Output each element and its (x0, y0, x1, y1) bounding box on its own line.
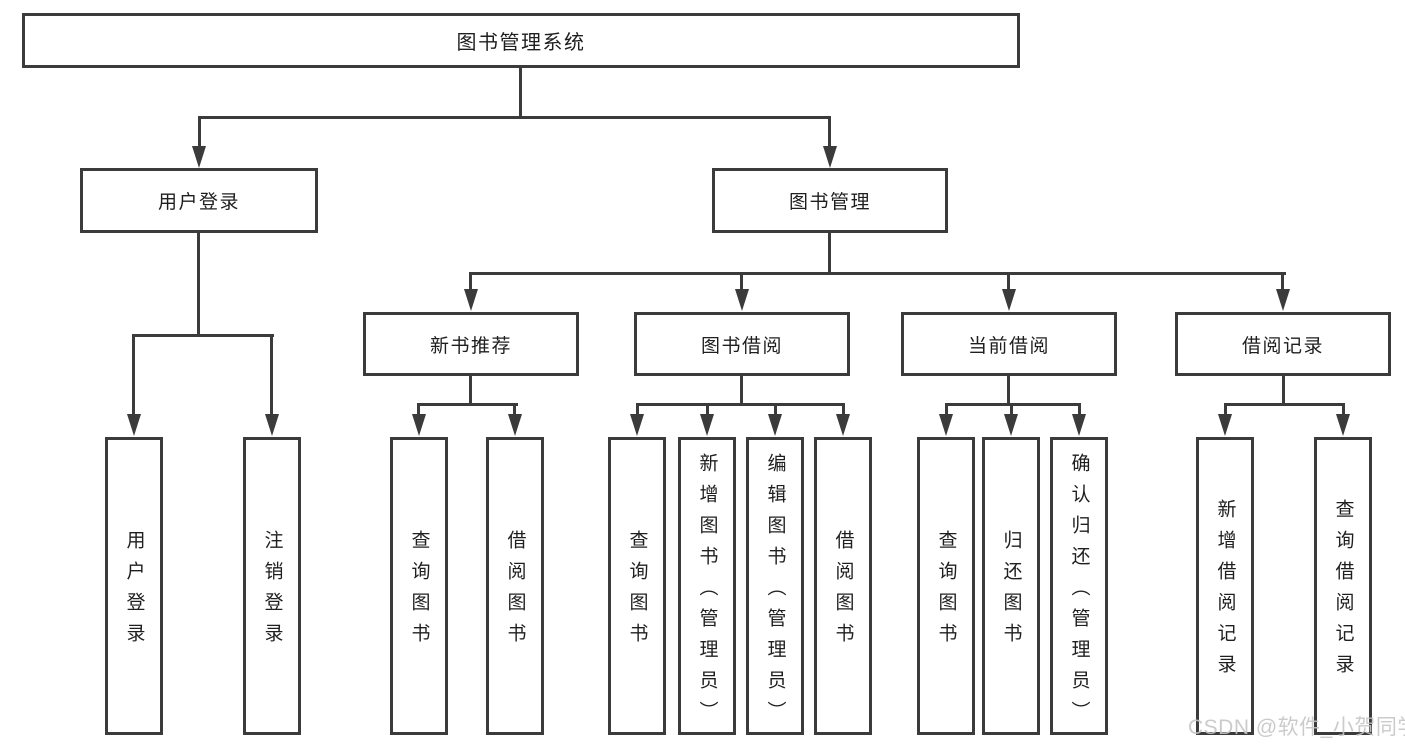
connector-line (1007, 272, 1010, 291)
node-box-root: 图书管理系统 (22, 13, 1020, 68)
arrow-down-icon (735, 289, 749, 311)
arrow-down-icon (1336, 414, 1350, 436)
arrow-down-icon (823, 146, 837, 168)
leaf-edit-books-admin: 编辑图书（管理员） (746, 437, 804, 735)
leaf-borrow-books: 借阅图书 (814, 437, 872, 735)
connector-line (469, 272, 472, 291)
connector-line (513, 403, 516, 416)
connector-line (1282, 374, 1285, 406)
leaf-label: 查询图书 (935, 530, 957, 654)
arrow-down-icon (1072, 414, 1086, 436)
node-label: 新书推荐 (429, 335, 512, 357)
connector-line (469, 272, 1286, 275)
connector-line (197, 231, 200, 337)
arrow-down-icon (836, 414, 850, 436)
connector-line (828, 116, 831, 148)
connector-line (945, 403, 948, 416)
connector-line (774, 403, 777, 416)
connector-line (1224, 403, 1227, 416)
leaf-return-books: 归还图书 (982, 437, 1040, 735)
arrow-down-icon (1004, 414, 1018, 436)
arrow-down-icon (265, 414, 279, 436)
arrow-down-icon (464, 289, 478, 311)
connector-line (270, 334, 273, 416)
node-box-new-book-recommend: 新书推荐 (363, 312, 579, 376)
leaf-query-books-recommend: 查询图书 (390, 437, 448, 735)
arrow-down-icon (508, 414, 522, 436)
arrow-down-icon (630, 414, 644, 436)
node-box-borrow-records: 借阅记录 (1175, 312, 1391, 376)
connector-line (1078, 403, 1081, 416)
node-label: 图书管理 (788, 192, 871, 213)
connector-line (132, 334, 135, 416)
connector-line (1224, 403, 1345, 406)
arrow-down-icon (700, 414, 714, 436)
node-label: 用户登录 (157, 192, 240, 213)
leaf-label: 用户登录 (123, 530, 145, 654)
connector-line (1010, 403, 1013, 416)
node-label: 图书借阅 (700, 335, 783, 357)
csdn-watermark: CSDN @软件_小贺同学 (1188, 716, 1405, 739)
node-box-book-borrow: 图书借阅 (634, 312, 850, 376)
arrow-down-icon (412, 414, 426, 436)
connector-line (636, 403, 845, 406)
arrow-down-icon (192, 146, 206, 168)
node-box-user-login: 用户登录 (80, 168, 318, 233)
arrow-down-icon (1002, 289, 1016, 311)
leaf-query-books-borrow: 查询图书 (608, 437, 666, 735)
node-label: 当前借阅 (967, 335, 1050, 357)
node-label: 借阅记录 (1241, 335, 1324, 357)
connector-line (1007, 374, 1010, 406)
node-label: 图书管理系统 (456, 32, 586, 54)
node-box-current-borrow: 当前借阅 (901, 312, 1117, 376)
connector-line (1281, 272, 1284, 291)
connector-line (842, 403, 845, 416)
leaf-label: 查询图书 (408, 530, 430, 654)
connector-line (828, 231, 831, 275)
leaf-label: 借阅图书 (832, 530, 854, 654)
leaf-label: 编辑图书（管理员） (764, 452, 786, 732)
leaf-confirm-return-admin: 确认归还（管理员） (1050, 437, 1108, 735)
connector-line (198, 116, 831, 119)
arrow-down-icon (1276, 289, 1290, 311)
leaf-label: 确认归还（管理员） (1068, 452, 1090, 732)
leaf-label: 查询图书 (626, 530, 648, 654)
node-box-book-management: 图书管理 (712, 168, 948, 233)
connector-line (740, 374, 743, 406)
connector-line (740, 272, 743, 291)
connector-line (198, 116, 201, 148)
arrow-down-icon (768, 414, 782, 436)
leaf-label: 查询借阅记录 (1332, 499, 1354, 685)
leaf-label: 新增借阅记录 (1214, 499, 1236, 685)
connector-line (417, 403, 518, 406)
connector-line (706, 403, 709, 416)
arrow-down-icon (1218, 414, 1232, 436)
arrow-down-icon (939, 414, 953, 436)
connector-line (636, 403, 639, 416)
leaf-user-login: 用户登录 (105, 437, 163, 735)
leaf-label: 归还图书 (1000, 530, 1022, 654)
connector-line (132, 334, 274, 337)
connector-line (519, 65, 522, 119)
leaf-logout: 注销登录 (243, 437, 301, 735)
leaf-add-books-admin: 新增图书（管理员） (678, 437, 736, 735)
leaf-label: 新增图书（管理员） (696, 452, 718, 732)
connector-line (469, 374, 472, 406)
connector-line (417, 403, 420, 416)
leaf-add-borrow-record: 新增借阅记录 (1196, 437, 1254, 735)
leaf-query-books-current: 查询图书 (917, 437, 975, 735)
leaf-borrow-books-recommend: 借阅图书 (486, 437, 544, 735)
leaf-query-borrow-record: 查询借阅记录 (1314, 437, 1372, 735)
connector-line (945, 403, 1081, 406)
leaf-label: 注销登录 (261, 530, 283, 654)
leaf-label: 借阅图书 (504, 530, 526, 654)
connector-line (1342, 403, 1345, 416)
arrow-down-icon (127, 414, 141, 436)
